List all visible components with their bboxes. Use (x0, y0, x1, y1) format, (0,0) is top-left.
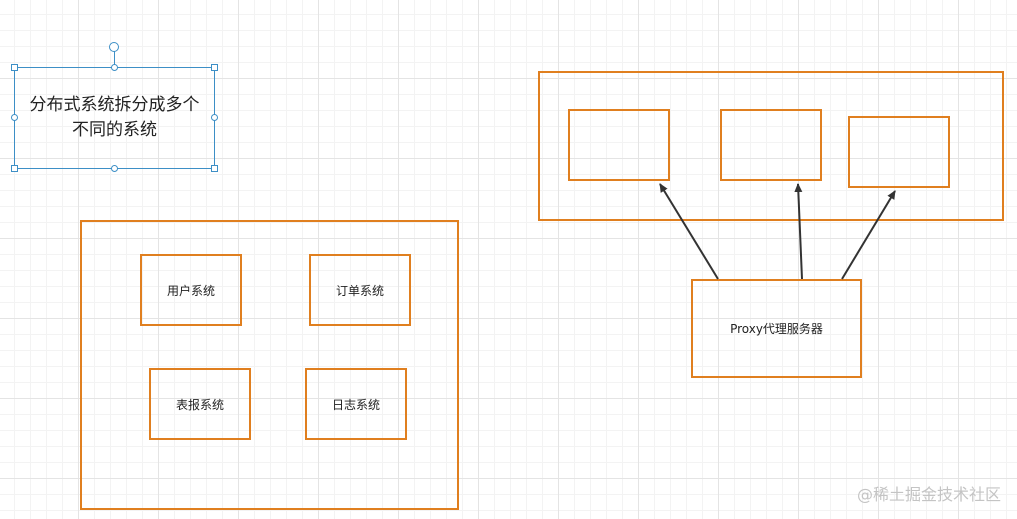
server-box-1[interactable] (568, 109, 670, 181)
rotation-handle[interactable] (109, 42, 119, 52)
resize-handle-top-center[interactable] (111, 64, 118, 71)
system-box-report[interactable]: 表报系统 (149, 368, 251, 440)
resize-handle-top-left[interactable] (11, 64, 18, 71)
system-box-user[interactable]: 用户系统 (140, 254, 242, 326)
systems-container[interactable] (80, 220, 459, 510)
rotation-line (114, 51, 115, 67)
arrow-to-server-2[interactable] (794, 183, 803, 280)
resize-handle-top-right[interactable] (211, 64, 218, 71)
system-box-log[interactable]: 日志系统 (305, 368, 407, 440)
resize-handle-middle-right[interactable] (211, 114, 218, 121)
watermark-text: @稀土掘金技术社区 (856, 485, 1001, 504)
resize-handle-bottom-left[interactable] (11, 165, 18, 172)
resize-handle-bottom-right[interactable] (211, 165, 218, 172)
server-box-3[interactable] (848, 116, 950, 188)
resize-handle-bottom-center[interactable] (111, 165, 118, 172)
resize-handle-middle-left[interactable] (11, 114, 18, 121)
servers-container[interactable] (538, 71, 1004, 221)
arrow-to-server-1[interactable] (659, 183, 719, 280)
server-box-2[interactable] (720, 109, 822, 181)
system-box-order[interactable]: 订单系统 (309, 254, 411, 326)
arrow-to-server-3[interactable] (841, 190, 896, 280)
proxy-server-box[interactable]: Proxy代理服务器 (691, 279, 862, 378)
